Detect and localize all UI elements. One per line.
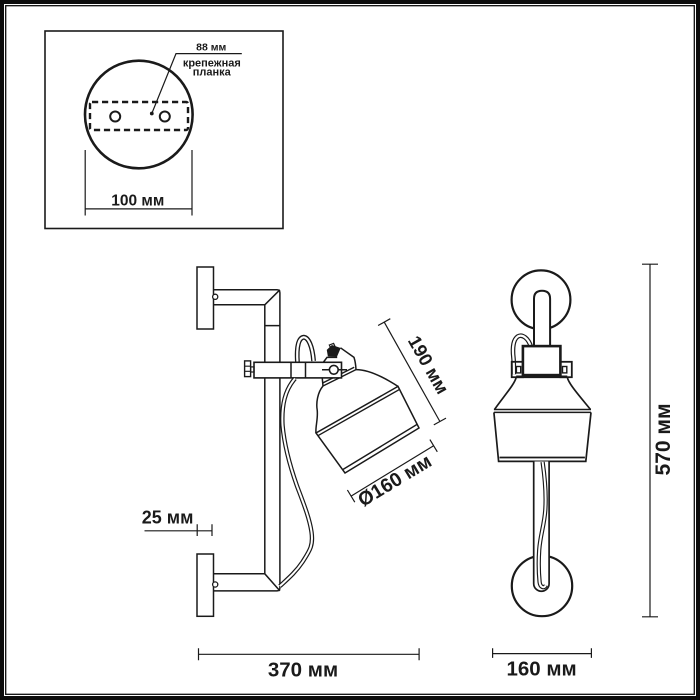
- svg-text:25 мм: 25 мм: [142, 508, 194, 528]
- svg-text:88 мм: 88 мм: [196, 42, 226, 54]
- svg-text:100 мм: 100 мм: [111, 193, 164, 210]
- svg-text:370 мм: 370 мм: [268, 659, 338, 682]
- svg-text:570 мм: 570 мм: [652, 404, 675, 476]
- svg-text:крепежная: крепежная: [183, 57, 241, 69]
- svg-text:160 мм: 160 мм: [506, 658, 576, 681]
- svg-text:планка: планка: [193, 67, 232, 79]
